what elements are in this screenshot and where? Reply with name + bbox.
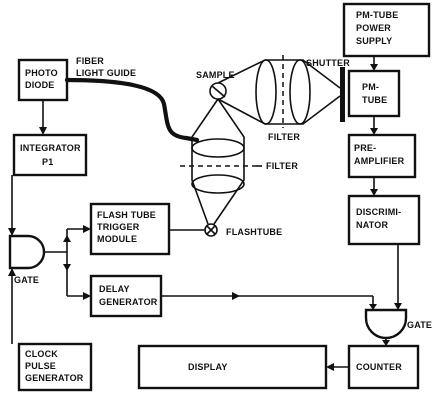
photo-diode-label-1: PHOTO xyxy=(25,68,58,78)
arrow-split-up xyxy=(63,235,71,242)
filter-right-label: FILTER xyxy=(268,132,300,142)
counter-label: COUNTER xyxy=(356,362,402,372)
pm-tube-label-1: PM- xyxy=(362,82,379,92)
arrow-counter-display xyxy=(326,363,334,371)
arrow-delay-gate xyxy=(369,304,377,310)
filter-lower-label: FILTER xyxy=(266,161,298,171)
pm-power-label-3: SUPPLY xyxy=(356,36,392,46)
display-block: DISPLAY xyxy=(137,344,328,390)
pm-power-label-1: PM-TUBE xyxy=(356,10,398,20)
preamplifier-label-1: PRE- xyxy=(354,143,376,153)
lower-beam-right xyxy=(213,98,245,225)
gate-left-label: GATE xyxy=(14,275,39,285)
photo-diode-block: PHOTO DIODE xyxy=(17,58,69,102)
upper-lens-1 xyxy=(255,59,277,125)
lower-lens-1 xyxy=(191,138,245,158)
flash-trigger-label-3: MODULE xyxy=(97,234,137,244)
sample-label: SAMPLE xyxy=(196,70,235,80)
discriminator-label-1: DISCRIMI- xyxy=(356,207,401,217)
clock-generator-label-3: GENERATOR xyxy=(25,373,84,383)
sample-mark xyxy=(211,85,226,98)
integrator-block: INTEGRATOR P1 xyxy=(12,133,88,177)
fiber-label-2: LIGHT GUIDE xyxy=(76,68,136,78)
clock-generator-block: CLOCK PULSE GENERATOR xyxy=(17,342,93,392)
delay-generator-label-2: GENERATOR xyxy=(99,297,158,307)
arrow-pmtube-preamp xyxy=(370,128,378,135)
fiber-label-1: FIBER xyxy=(76,56,104,66)
delay-generator-block: DELAY GENERATOR xyxy=(89,274,163,318)
fiber-light-guide xyxy=(64,77,200,143)
pm-power-block: PM-TUBE POWER SUPPLY xyxy=(342,2,431,58)
flash-trigger-label-1: FLASH TUBE xyxy=(97,210,156,220)
discriminator-block: DISCRIMI- NATOR xyxy=(347,194,421,246)
left-and-gate xyxy=(8,234,46,270)
arrow-to-delay xyxy=(83,292,91,300)
delay-generator-label-1: DELAY xyxy=(99,284,130,294)
clock-generator-label-1: CLOCK xyxy=(25,349,58,359)
lower-beam-left xyxy=(191,98,219,225)
arrow-split-down xyxy=(63,264,71,271)
flash-trigger-label-2: TRIGGER xyxy=(97,222,140,232)
upper-beam-top xyxy=(217,59,341,89)
pm-power-label-2: POWER xyxy=(356,23,391,33)
integrator-label-1: INTEGRATOR xyxy=(20,143,81,153)
integrator-label-2: P1 xyxy=(42,157,53,167)
arrow-clock-gate xyxy=(8,268,16,276)
lower-lens-2 xyxy=(191,174,245,194)
upper-lens-2 xyxy=(289,59,311,125)
arrow-power-pmtube xyxy=(370,64,378,71)
preamplifier-label-2: AMPLIFIER xyxy=(354,156,405,166)
pm-tube-label-2: TUBE xyxy=(362,95,387,105)
arrow-delay-mid xyxy=(232,292,240,300)
preamplifier-block: PRE- AMPLIFIER xyxy=(347,133,417,179)
shutter-label: SHUTTER xyxy=(306,58,350,68)
shutter-bar xyxy=(340,67,345,122)
pm-tube-block: PM- TUBE xyxy=(347,69,401,118)
flashtube-label: FLASHTUBE xyxy=(226,227,282,237)
clock-generator-label-2: PULSE xyxy=(25,361,56,371)
photo-diode-label-2: DIODE xyxy=(25,80,55,90)
right-and-gate xyxy=(364,308,408,340)
upper-beam-bottom xyxy=(217,95,341,125)
flash-trigger-block: FLASH TUBE TRIGGER MODULE xyxy=(89,202,171,256)
gate-right-label: GATE xyxy=(407,320,432,330)
flashtube-mark-2 xyxy=(206,225,216,235)
display-label: DISPLAY xyxy=(188,362,228,372)
arrow-integrator-gate xyxy=(8,228,16,236)
arrow-gate-counter xyxy=(382,340,390,346)
arrow-to-flash-trigger xyxy=(83,225,91,233)
arrow-discriminator-gate xyxy=(394,303,402,310)
counter-block: COUNTER xyxy=(347,344,420,390)
discriminator-label-2: NATOR xyxy=(356,220,388,230)
arrow-diode-integrator xyxy=(39,127,47,135)
arrow-preamp-discriminator xyxy=(370,189,378,196)
